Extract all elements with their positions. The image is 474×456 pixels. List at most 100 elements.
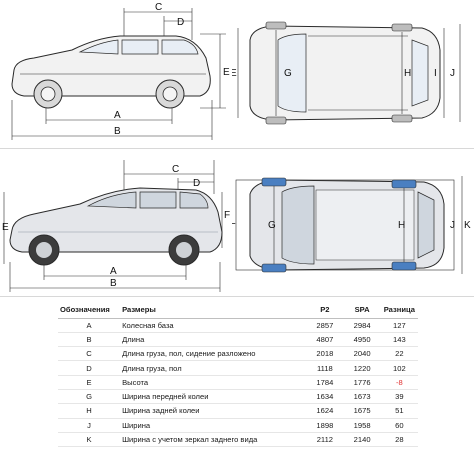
cell-code: D xyxy=(58,360,121,376)
old-plan-svg: E G H I J xyxy=(232,21,461,125)
cell-name: Длина груза, пол xyxy=(120,360,307,376)
cell-spa: 2040 xyxy=(343,346,381,362)
cell-p2: 2857 xyxy=(306,318,344,333)
table-row: E Высота 1784 1776 -8 xyxy=(58,375,418,390)
cell-spa: 1220 xyxy=(343,360,381,376)
new-side-label-e: E xyxy=(2,222,9,233)
new-plan-label-l: L xyxy=(232,216,236,227)
old-model-plan-view: E G H I J xyxy=(232,0,474,145)
old-side-label-c: C xyxy=(155,2,162,13)
old-side-label-e: E xyxy=(223,67,230,78)
new-plan-wheel-fr xyxy=(261,263,287,273)
cell-code: G xyxy=(58,389,121,405)
cell-p2: 1898 xyxy=(306,418,344,433)
new-plan-wheel-rr xyxy=(391,261,417,271)
header-spa: SPA xyxy=(343,302,381,319)
cell-spa: 2984 xyxy=(343,318,381,333)
new-plan-label-g: G xyxy=(268,220,276,231)
new-side-label-f: F xyxy=(224,210,230,221)
cell-diff: 28 xyxy=(380,432,418,448)
new-plan-svg: L G H J K xyxy=(232,176,471,274)
old-plan-label-i: I xyxy=(434,68,437,79)
new-side-svg: C D F E A B xyxy=(2,160,230,292)
new-side-label-b: B xyxy=(110,278,117,289)
cell-p2: 1784 xyxy=(306,375,344,390)
table-row: D Длина груза, пол 1118 1220 102 xyxy=(58,360,418,376)
cell-p2: 1118 xyxy=(306,360,344,376)
divider-top xyxy=(0,148,474,149)
cell-diff-negative: -8 xyxy=(380,375,418,390)
cell-p2: 2018 xyxy=(306,346,344,362)
cell-code: E xyxy=(58,375,121,390)
table-header-row: Обозначения Размеры P2 SPA Разница xyxy=(58,302,418,319)
old-plan-wheel-rl xyxy=(391,23,413,32)
new-plan-wheel-rl xyxy=(391,179,417,189)
old-side-svg: C D E A B xyxy=(11,2,230,140)
old-side-label-b: B xyxy=(114,126,121,137)
header-diff: Разница xyxy=(380,302,418,319)
cell-spa: 1776 xyxy=(343,375,381,390)
old-plan-label-e: E xyxy=(232,68,237,79)
cell-name: Высота xyxy=(120,375,307,390)
table-row: B Длина 4807 4950 143 xyxy=(58,332,418,348)
old-plan-label-h: H xyxy=(404,68,411,79)
cell-name: Ширина задней колеи xyxy=(120,403,307,419)
old-plan-label-j: J xyxy=(450,68,455,79)
old-plan-label-g: G xyxy=(284,68,292,79)
cell-p2: 1634 xyxy=(306,389,344,405)
cell-p2: 1624 xyxy=(306,403,344,419)
cell-code: A xyxy=(58,318,121,333)
cell-name: Ширина xyxy=(120,418,307,433)
table-row: K Ширина с учетом зеркал заднего вида 21… xyxy=(58,432,418,448)
old-model-side-view: C D E A B xyxy=(0,0,232,145)
table-row: A Колесная база 2857 2984 127 xyxy=(58,318,418,333)
cell-name: Ширина передней колеи xyxy=(120,389,307,405)
cell-diff: 51 xyxy=(380,403,418,419)
cell-code: C xyxy=(58,346,121,362)
new-plan-label-h: H xyxy=(398,220,405,231)
table-row: C Длина груза, пол, сидение разложено 20… xyxy=(58,346,418,362)
new-plan-wheel-fl xyxy=(261,177,287,187)
new-model-plan-view: L G H J K xyxy=(232,152,474,292)
cell-spa: 2140 xyxy=(343,432,381,448)
cell-code: B xyxy=(58,332,121,348)
cell-diff: 102 xyxy=(380,360,418,376)
old-side-label-a: A xyxy=(114,110,121,121)
old-side-label-d: D xyxy=(177,17,184,28)
cell-diff: 39 xyxy=(380,389,418,405)
cell-name: Длина xyxy=(120,332,307,348)
cell-name: Колесная база xyxy=(120,318,307,333)
cell-p2: 4807 xyxy=(306,332,344,348)
cell-code: H xyxy=(58,403,121,419)
new-side-label-d: D xyxy=(193,178,200,189)
cell-diff: 143 xyxy=(380,332,418,348)
divider-bottom xyxy=(0,296,474,297)
old-plan-wheel-fl xyxy=(265,21,287,30)
new-side-label-c: C xyxy=(172,164,179,175)
dimensions-table: Обозначения Размеры P2 SPA Разница A Кол… xyxy=(58,302,418,448)
table-row: J Ширина 1898 1958 60 xyxy=(58,418,418,433)
new-side-label-a: A xyxy=(110,266,117,277)
cell-name: Ширина с учетом зеркал заднего вида xyxy=(120,432,307,448)
cell-spa: 1675 xyxy=(343,403,381,419)
cell-spa: 4950 xyxy=(343,332,381,348)
cell-spa: 1673 xyxy=(343,389,381,405)
table-row: G Ширина передней колеи 1634 1673 39 xyxy=(58,389,418,405)
old-car-body xyxy=(11,35,211,97)
cell-code: K xyxy=(58,432,121,448)
cell-name: Длина груза, пол, сидение разложено xyxy=(120,346,307,362)
cell-p2: 2112 xyxy=(306,432,344,448)
old-plan-wheel-fr xyxy=(265,116,287,125)
cell-diff: 60 xyxy=(380,418,418,433)
cell-code: J xyxy=(58,418,121,433)
cell-diff: 127 xyxy=(380,318,418,333)
header-name: Размеры xyxy=(120,302,307,319)
header-p2: P2 xyxy=(306,302,344,319)
new-plan-label-k: K xyxy=(464,220,471,231)
cell-diff: 22 xyxy=(380,346,418,362)
old-plan-wheel-rr xyxy=(391,114,413,123)
table-row: H Ширина задней колеи 1624 1675 51 xyxy=(58,403,418,419)
new-model-side-view: C D F E A B xyxy=(0,152,232,292)
header-code: Обозначения xyxy=(58,302,121,319)
new-plan-label-j: J xyxy=(450,220,455,231)
